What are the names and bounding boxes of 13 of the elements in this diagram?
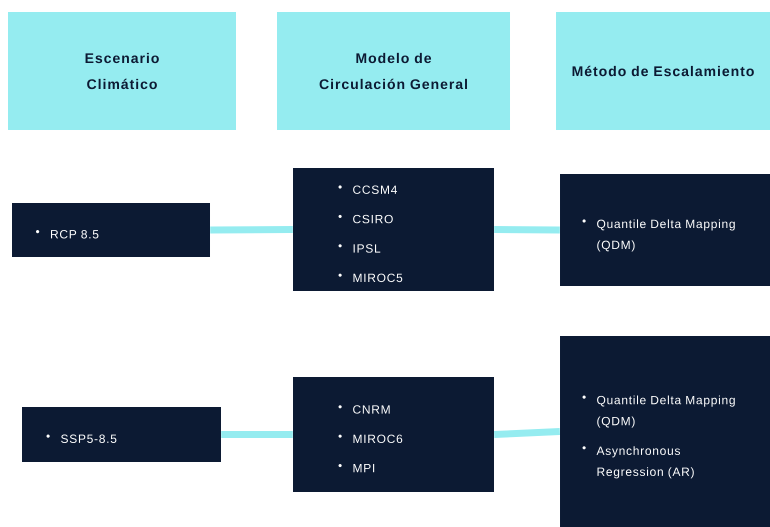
list-box: CCSM4 CSIRO IPSL MIROC5 — [293, 168, 494, 291]
list-box: CNRM MIROC6 MPI — [293, 377, 494, 492]
connector-line — [210, 226, 293, 234]
connector-line — [494, 428, 560, 438]
header-box: Modelo de Circulación General — [277, 12, 510, 130]
connector-line — [494, 226, 560, 234]
list-box: Quantile Delta Mapping (QDM) — [560, 174, 770, 286]
list-box: RCP 8.5 — [12, 203, 210, 257]
list-box: SSP5-8.5 — [22, 407, 221, 462]
list-box: Quantile Delta Mapping (QDM) Asynchronous Regression (AR) — [560, 336, 770, 527]
connector-line — [221, 431, 293, 438]
header-box: Escenario Climático — [8, 12, 236, 130]
header-box: Método de Escalamiento — [556, 12, 770, 130]
